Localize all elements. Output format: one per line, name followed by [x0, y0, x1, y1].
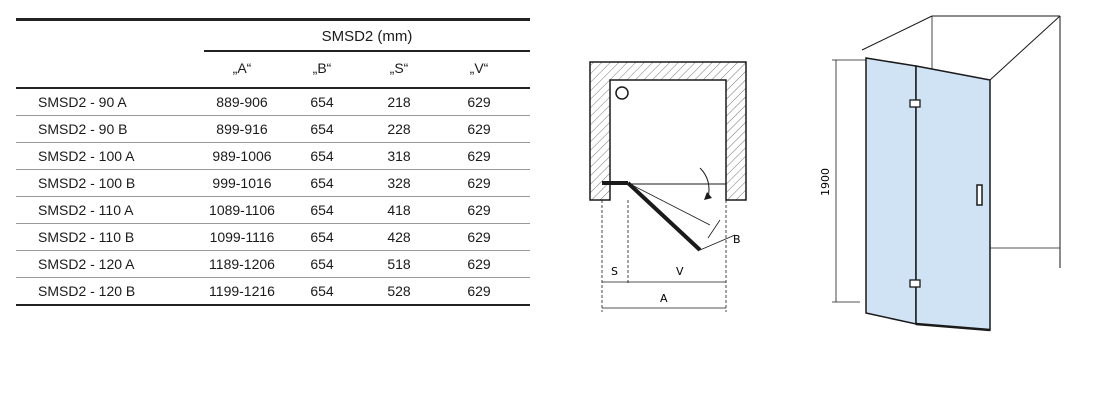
model-cell: SMSD2 - 120 B	[38, 283, 136, 299]
model-cell: SMSD2 - 110 A	[38, 202, 134, 218]
b-dimension-line	[707, 219, 721, 239]
column-header-a: „A“	[232, 60, 252, 76]
column-header-s: „S“	[389, 60, 409, 76]
table-row: SMSD2 - 110 A 1089-1106 654 418 629	[16, 197, 530, 224]
b-cell: 654	[310, 94, 334, 110]
table-row: SMSD2 - 120 B 1199-1216 654 528 629	[16, 278, 530, 306]
model-cell: SMSD2 - 110 B	[38, 229, 135, 245]
label-a: A	[660, 292, 668, 305]
table-top-rule	[16, 18, 530, 21]
table-body: SMSD2 - 90 A 889-906 654 218 629 SMSD2 -…	[16, 89, 530, 306]
b-cell: 654	[310, 148, 334, 164]
a-cell: 1199-1216	[209, 283, 275, 299]
model-cell: SMSD2 - 100 B	[38, 175, 136, 191]
s-cell: 218	[387, 94, 411, 110]
v-cell: 629	[467, 94, 491, 110]
a-cell: 1099-1116	[209, 229, 275, 245]
a-cell: 889-906	[216, 94, 268, 110]
perspective-diagram: 1900	[819, 15, 1061, 332]
b-extension	[699, 234, 736, 251]
b-cell: 654	[310, 121, 334, 137]
label-s: S	[611, 265, 618, 278]
door-leaf	[626, 181, 702, 252]
door-handle	[976, 184, 983, 206]
column-header-b: „B“	[312, 60, 332, 76]
s-cell: 428	[387, 229, 411, 245]
table-row: SMSD2 - 100 B 999-1016 654 328 629	[16, 170, 530, 197]
label-b: B	[733, 233, 741, 246]
model-cell: SMSD2 - 120 A	[38, 256, 135, 272]
s-cell: 328	[387, 175, 411, 191]
back-top-left	[861, 15, 933, 51]
s-cell: 418	[387, 202, 411, 218]
v-cell: 629	[467, 202, 491, 218]
swing-arrowhead	[704, 192, 712, 200]
table-row: SMSD2 - 110 B 1099-1116 654 428 629	[16, 224, 530, 251]
v-cell: 629	[467, 175, 491, 191]
a-cell: 999-1016	[212, 175, 272, 191]
group-header: SMSD2 (mm)	[321, 28, 413, 45]
b-cell: 654	[310, 202, 334, 218]
s-cell: 318	[387, 148, 411, 164]
height-label: 1900	[819, 168, 832, 196]
s-cell: 528	[387, 283, 411, 299]
a-cell: 989-1006	[212, 148, 272, 164]
s-cell: 228	[387, 121, 411, 137]
b-cell: 654	[310, 256, 334, 272]
table-row: SMSD2 - 100 A 989-1006 654 318 629	[16, 143, 530, 170]
v-cell: 629	[467, 148, 491, 164]
a-cell: 1189-1206	[209, 256, 275, 272]
v-cell: 629	[467, 283, 491, 299]
column-header-v: „V“	[469, 60, 489, 76]
b-cell: 654	[310, 283, 334, 299]
header-rule	[16, 87, 530, 89]
glass-fixed-panel	[865, 57, 917, 325]
s-cell: 518	[387, 256, 411, 272]
hinge-icon	[909, 279, 921, 288]
model-cell: SMSD2 - 90 B	[38, 121, 128, 137]
door-bottom-edge	[915, 322, 991, 332]
group-header-rule	[204, 50, 530, 52]
v-cell: 629	[467, 121, 491, 137]
back-top-right	[989, 15, 1061, 81]
v-cell: 629	[467, 256, 491, 272]
table-row: SMSD2 - 90 A 889-906 654 218 629	[16, 89, 530, 116]
door-sweep-line	[627, 182, 711, 226]
model-cell: SMSD2 - 90 A	[38, 94, 127, 110]
a-cell: 899-916	[216, 121, 268, 137]
wall-hatched	[589, 61, 747, 201]
label-v: V	[676, 265, 684, 278]
hinge-icon	[909, 99, 921, 108]
table-row: SMSD2 - 120 A 1189-1206 654 518 629	[16, 251, 530, 278]
v-cell: 629	[467, 229, 491, 245]
model-cell: SMSD2 - 100 A	[38, 148, 135, 164]
drain-circle	[615, 86, 629, 100]
b-cell: 654	[310, 229, 334, 245]
shower-tray	[609, 79, 727, 185]
plan-view-diagram: B S V A	[589, 61, 747, 312]
b-cell: 654	[310, 175, 334, 191]
a-cell: 1089-1106	[209, 202, 275, 218]
table-row: SMSD2 - 90 B 899-916 654 228 629	[16, 116, 530, 143]
column-headers: „A“ „B“ „S“ „V“	[16, 60, 530, 88]
